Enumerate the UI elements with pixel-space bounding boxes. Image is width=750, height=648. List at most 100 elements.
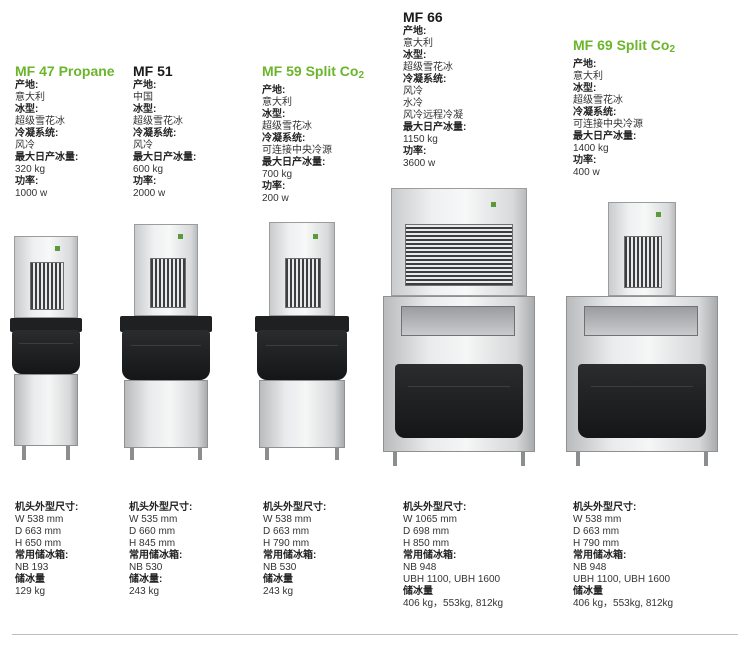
head-dims-label: 机头外型尺寸:	[15, 502, 79, 513]
head-dims-label: 机头外型尺寸:	[263, 502, 327, 513]
storage-bin	[124, 380, 208, 448]
max-output-value: 600 kg	[133, 164, 164, 175]
model-column-mf69: MF 69 Split Co2 产地: 意大利 冰型: 超级雪花冰 冷凝系统: …	[573, 37, 675, 179]
cooling-value: 风冷	[15, 140, 35, 151]
bin-lid	[10, 318, 82, 332]
origin-value: 意大利	[262, 97, 292, 108]
bins-value: NB 948	[403, 562, 437, 573]
ice-type-label: 冰型:	[403, 50, 427, 61]
bin-leg	[704, 452, 708, 466]
cooling-value: 水冷	[403, 98, 423, 109]
bin-leg	[130, 448, 134, 460]
max-output-label: 最大日产冰量:	[573, 131, 637, 142]
dim-height: H 650 mm	[15, 538, 62, 549]
machine-image-mf51	[120, 224, 212, 464]
brand-badge-icon	[55, 246, 60, 251]
bin-door	[122, 330, 210, 380]
brand-badge-icon	[491, 202, 496, 207]
bin-leg	[198, 448, 202, 460]
model-title-subscript: 2	[669, 44, 676, 55]
max-output-value: 1150 kg	[403, 134, 438, 145]
specs-mf59: 机头外型尺寸: W 538 mm D 663 mm H 790 mm 常用储冰箱…	[263, 502, 326, 598]
machine-image-mf59	[255, 222, 349, 464]
origin-label: 产地:	[403, 26, 427, 37]
dim-width: W 1065 mm	[403, 514, 457, 525]
ice-type-label: 冰型:	[573, 83, 597, 94]
power-label: 功率:	[573, 155, 597, 166]
storage-value: 129 kg	[15, 586, 46, 597]
head-dims-label: 机头外型尺寸:	[573, 502, 637, 513]
cooling-value: 风冷	[133, 140, 153, 151]
origin-value: 中国	[133, 92, 153, 103]
power-value: 3600 w	[403, 158, 436, 169]
model-title-subscript: 2	[358, 70, 365, 81]
dim-depth: D 663 mm	[15, 526, 62, 537]
model-column-mf47: MF 47 Propane 产地: 意大利 冰型: 超级雪花冰 冷凝系统: 风冷…	[15, 63, 115, 200]
cooling-value: 风冷	[403, 86, 423, 97]
max-output-label: 最大日产冰量:	[15, 152, 79, 163]
storage-label: 储冰量	[263, 574, 293, 585]
specs-mf51: 机头外型尺寸: W 535 mm D 660 mm H 845 mm 常用储冰箱…	[129, 502, 192, 598]
ice-type-label: 冰型:	[262, 109, 286, 120]
cooling-value: 风冷远程冷凝	[403, 110, 463, 121]
machine-image-mf66	[381, 188, 537, 468]
origin-value: 意大利	[15, 92, 45, 103]
max-output-label: 最大日产冰量:	[262, 157, 326, 168]
dim-depth: D 663 mm	[263, 526, 310, 537]
vent-grill-icon	[150, 258, 186, 308]
bin-door	[257, 330, 347, 380]
bin-window	[401, 306, 515, 336]
brand-badge-icon	[178, 234, 183, 239]
head-dims-label: 机头外型尺寸:	[129, 502, 193, 513]
cooling-label: 冷凝系统:	[15, 128, 59, 139]
power-label: 功率:	[262, 181, 286, 192]
bin-leg	[265, 448, 269, 460]
cooling-value: 可连接中央冷源	[262, 145, 332, 156]
dim-depth: D 698 mm	[403, 526, 450, 537]
brand-badge-icon	[313, 234, 318, 239]
vent-grill-icon	[285, 258, 321, 308]
bin-window	[584, 306, 698, 336]
power-value: 400 w	[573, 167, 600, 178]
max-output-label: 最大日产冰量:	[403, 122, 467, 133]
bin-lid	[120, 316, 212, 332]
bin-leg	[66, 446, 70, 460]
machine-image-mf47	[10, 236, 82, 464]
storage-label: 储冰量	[403, 586, 433, 597]
ice-type-label: 冰型:	[15, 104, 39, 115]
brand-badge-icon	[656, 212, 661, 217]
bins-label: 常用储冰箱:	[129, 550, 183, 561]
bins-label: 常用储冰箱:	[573, 550, 627, 561]
storage-value: 406 kg，553kg, 812kg	[403, 598, 504, 609]
max-output-value: 700 kg	[262, 169, 293, 180]
dim-depth: D 663 mm	[573, 526, 620, 537]
cooling-label: 冷凝系统:	[133, 128, 177, 139]
ice-type-label: 冰型:	[133, 104, 157, 115]
power-label: 功率:	[15, 176, 39, 187]
bins-label: 常用储冰箱:	[263, 550, 317, 561]
origin-label: 产地:	[133, 80, 157, 91]
bin-leg	[576, 452, 580, 466]
ice-type-value: 超级雪花冰	[262, 121, 312, 132]
bins-value: NB 193	[15, 562, 49, 573]
model-title: MF 47 Propane	[15, 63, 115, 79]
ice-type-value: 超级雪花冰	[15, 116, 65, 127]
bins-label: 常用储冰箱:	[403, 550, 457, 561]
bin-leg	[393, 452, 397, 466]
origin-value: 意大利	[573, 71, 603, 82]
dim-height: H 845 mm	[129, 538, 176, 549]
origin-label: 产地:	[262, 85, 286, 96]
storage-label: 储冰量	[573, 586, 603, 597]
model-title: MF 51	[133, 63, 173, 79]
dim-width: W 538 mm	[15, 514, 64, 525]
dim-width: W 538 mm	[573, 514, 622, 525]
model-title: MF 69 Split Co2	[573, 37, 675, 58]
storage-bin	[259, 380, 345, 448]
storage-bin	[14, 374, 78, 446]
dim-depth: D 660 mm	[129, 526, 176, 537]
max-output-label: 最大日产冰量:	[133, 152, 197, 163]
bin-leg	[521, 452, 525, 466]
model-title-main: MF 59 Split Co	[262, 63, 359, 79]
cooling-label: 冷凝系统:	[573, 107, 617, 118]
dim-width: W 535 mm	[129, 514, 178, 525]
